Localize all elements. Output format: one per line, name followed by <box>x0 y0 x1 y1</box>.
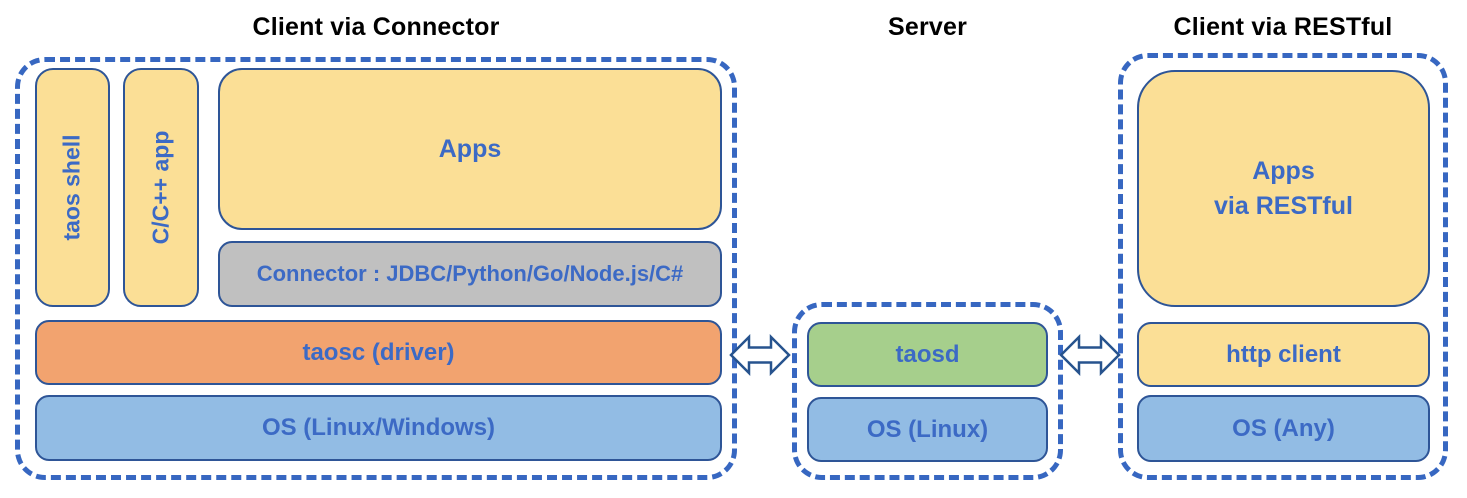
title-server: Server <box>887 13 968 41</box>
apps-via-restful-box: Apps via RESTful <box>1137 70 1430 307</box>
taos-shell-box: taos shell <box>35 68 110 307</box>
taosc-driver-box: taosc (driver) <box>35 320 722 385</box>
os-linux-box: OS (Linux) <box>807 397 1048 462</box>
taos-shell-label: taos shell <box>59 134 86 241</box>
os-linux-label: OS (Linux) <box>866 415 989 443</box>
connector-label: Connector : JDBC/Python/Go/Node.js/C# <box>256 261 684 286</box>
os-linux-windows-label: OS (Linux/Windows) <box>261 414 496 441</box>
os-any-box: OS (Any) <box>1137 395 1430 462</box>
server-container <box>792 302 1063 480</box>
client-connector-container <box>15 57 737 480</box>
title-client-via-connector: Client via Connector <box>252 13 500 41</box>
cpp-app-label: C/C++ app <box>147 130 174 245</box>
double-arrow-icon <box>1059 333 1121 377</box>
double-arrow-icon <box>729 333 791 377</box>
client-restful-container <box>1118 53 1448 480</box>
os-linux-windows-box: OS (Linux/Windows) <box>35 395 722 461</box>
connector-box: Connector : JDBC/Python/Go/Node.js/C# <box>218 241 722 307</box>
apps-label: Apps <box>438 134 502 163</box>
taosd-label: taosd <box>895 340 960 368</box>
apps-box: Apps <box>218 68 722 230</box>
title-client-via-restful: Client via RESTful <box>1173 13 1393 41</box>
taosc-driver-label: taosc (driver) <box>302 338 455 366</box>
os-any-label: OS (Any) <box>1232 414 1335 442</box>
http-client-box: http client <box>1137 322 1430 387</box>
http-client-label: http client <box>1226 340 1341 368</box>
cpp-app-box: C/C++ app <box>123 68 199 307</box>
taosd-box: taosd <box>807 322 1048 387</box>
apps-via-restful-label: Apps via RESTful <box>1214 156 1353 220</box>
